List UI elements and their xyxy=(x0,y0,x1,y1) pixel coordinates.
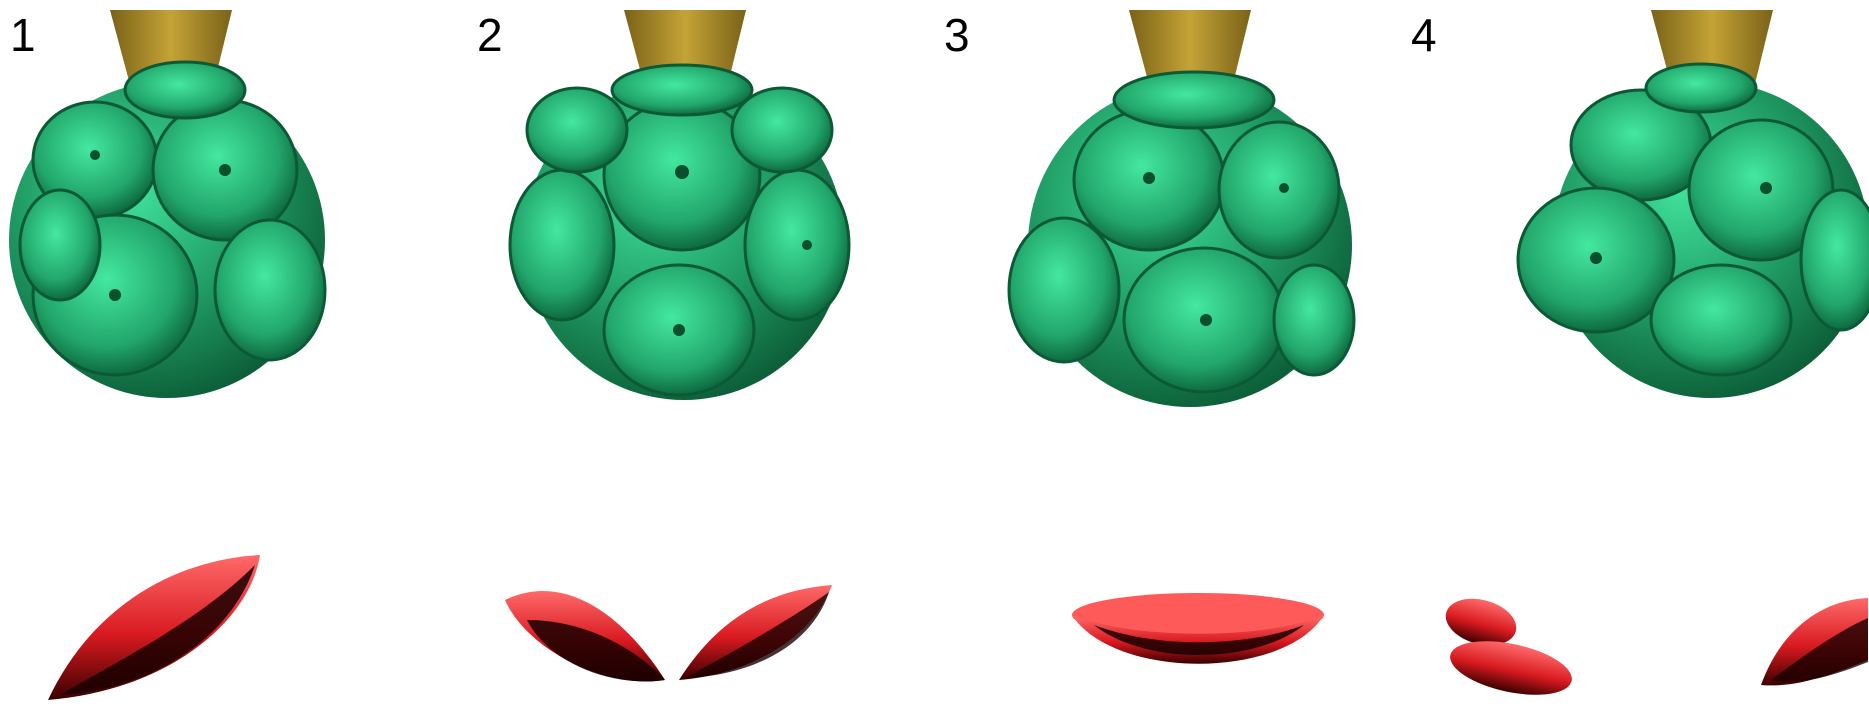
panel-2-scene xyxy=(467,0,934,715)
red-lens-disc-icon xyxy=(1072,593,1324,664)
panel-3: 3 xyxy=(934,0,1401,715)
panel-3-scene xyxy=(934,0,1401,715)
red-lens-disc-icon xyxy=(1441,591,1868,704)
panel-4: 4 xyxy=(1401,0,1868,715)
fullerene-ball-icon xyxy=(1518,64,1869,398)
fullerene-ball-icon xyxy=(510,65,849,400)
panel-label-4: 4 xyxy=(1411,12,1437,58)
panel-1-scene xyxy=(0,0,467,715)
fullerene-ball-icon xyxy=(1009,72,1354,407)
fullerene-ball-icon xyxy=(9,62,325,398)
red-lens-disc-icon xyxy=(48,555,260,700)
panel-4-scene xyxy=(1401,0,1868,715)
panel-1: 1 xyxy=(0,0,467,715)
panel-2: 2 xyxy=(467,0,934,715)
red-lens-disc-icon xyxy=(505,585,832,682)
panel-label-2: 2 xyxy=(477,12,503,58)
panel-label-1: 1 xyxy=(10,12,36,58)
panel-label-3: 3 xyxy=(944,12,970,58)
